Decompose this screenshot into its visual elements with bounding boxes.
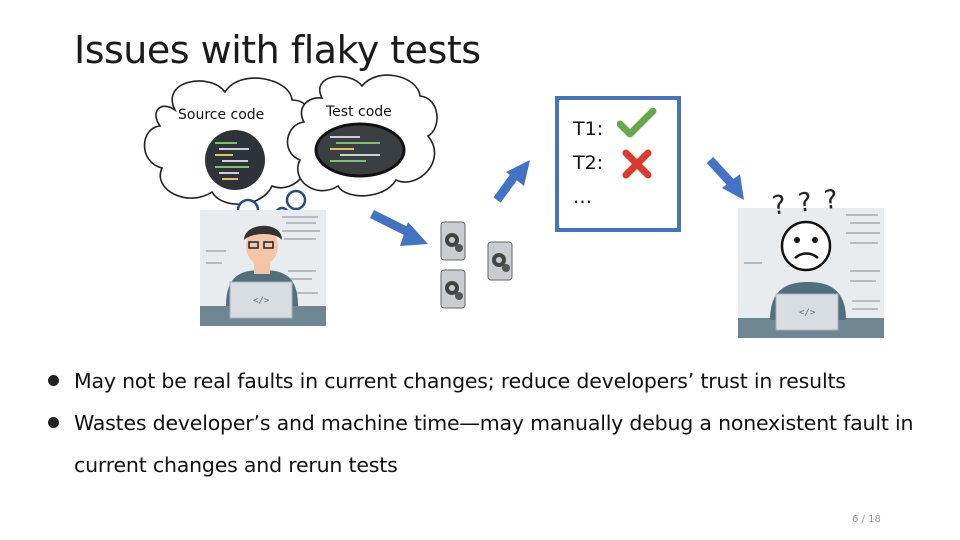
bullet-text: Wastes developer’s and machine time—may … [74, 411, 914, 477]
result-line-t2: T2: [573, 149, 652, 179]
svg-text:</>: </> [253, 296, 270, 306]
gear-icon [440, 269, 466, 309]
test-code-label: Test code [325, 104, 392, 120]
bullet-dot-icon [48, 375, 59, 386]
bullet-item: Wastes developer’s and machine time—may … [48, 402, 948, 486]
bullet-dot-icon [48, 417, 59, 428]
svg-text:</>: </> [799, 308, 816, 318]
developer-figure: </> [200, 210, 326, 326]
test-results-box: T1: T2: … [555, 96, 681, 232]
arrow-to-tests [369, 209, 428, 246]
result-label: T1: [573, 118, 604, 140]
confused-face-icon [780, 220, 832, 272]
gear-icon [440, 221, 466, 261]
bullet-list: May not be real faults in current change… [48, 360, 948, 486]
result-line-t1: T1: [573, 108, 657, 140]
page-number: 6 / 18 [852, 514, 881, 525]
test-runners [440, 221, 513, 309]
arrow-to-developer [706, 156, 744, 200]
illustration: Source code Test code [143, 74, 884, 338]
source-code-label: Source code [178, 107, 264, 123]
gear-icon [487, 241, 513, 281]
bullet-text: May not be real faults in current change… [74, 369, 846, 393]
bullet-item: May not be real faults in current change… [48, 360, 948, 402]
result-line-more: … [573, 186, 592, 208]
test-code-thumbnail [314, 122, 406, 178]
cross-icon [622, 149, 652, 179]
source-code-thumbnail [205, 130, 265, 190]
result-label: T2: [573, 152, 604, 174]
arrow-to-results [493, 160, 530, 203]
slide-title: Issues with flaky tests [74, 28, 481, 72]
check-icon [617, 108, 657, 138]
confused-developer-figure: </> [738, 208, 884, 338]
